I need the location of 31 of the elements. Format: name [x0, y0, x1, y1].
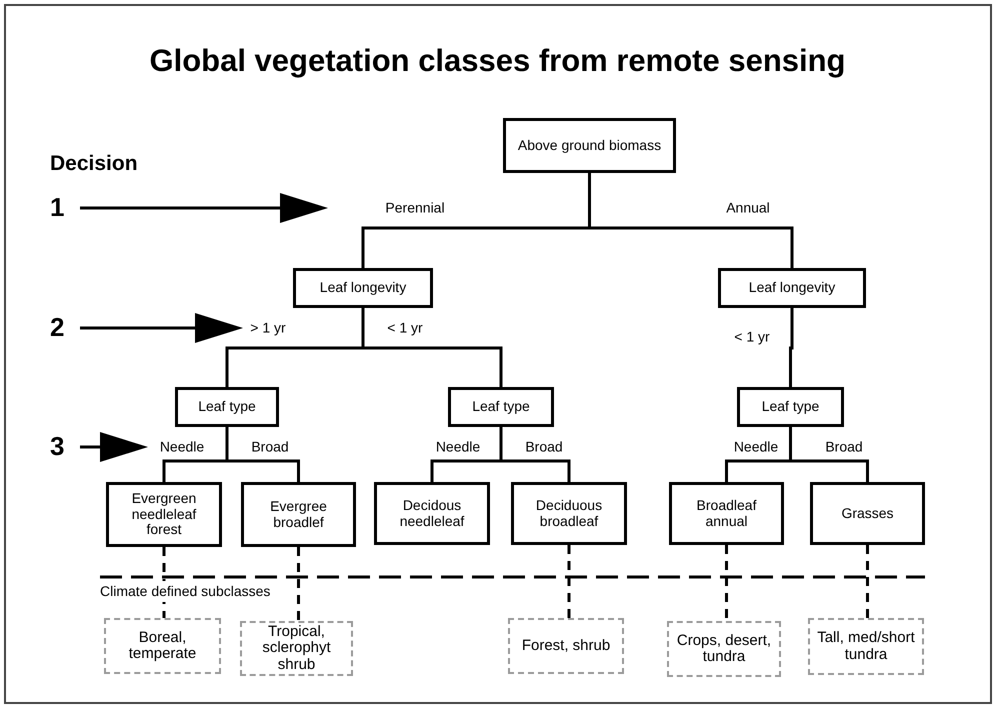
class-box: Decidous needleleaf	[374, 482, 490, 545]
decision-number: 2	[50, 314, 64, 340]
subclass-box: Tropical, sclerophyt shrub	[240, 621, 353, 676]
connector-line	[568, 545, 570, 618]
connector-line	[500, 427, 570, 482]
class-box: Leaf type	[737, 387, 844, 427]
decision-number: 3	[50, 433, 64, 459]
decision-number: 1	[50, 194, 64, 220]
subclass-box: Crops, desert, tundra	[667, 621, 781, 677]
class-box: Leaf type	[448, 387, 554, 427]
connector-line	[866, 545, 869, 618]
class-box: Evergree broadlef	[241, 482, 356, 547]
connector-line	[297, 547, 300, 621]
heading-label: Decision	[50, 151, 138, 177]
subclass-box: Forest, shrub	[508, 618, 624, 674]
class-box: Leaf longevity	[293, 268, 433, 308]
connector-line	[226, 427, 300, 482]
class-box: Deciduous broadleaf	[511, 482, 627, 545]
connector-line	[725, 545, 728, 621]
class-box: Grasses	[810, 482, 925, 545]
class-box: Broadleaf annual	[669, 482, 784, 545]
section-label: Climate defined subclasses	[100, 581, 270, 602]
class-box: Evergreen needleleaf forest	[106, 482, 222, 547]
connector-line	[789, 427, 869, 482]
subclass-box: Boreal, temperate	[104, 618, 221, 674]
class-box: Leaf longevity	[718, 268, 866, 308]
connector-line	[789, 308, 794, 387]
subclass-box: Tall, med/short tundra	[808, 618, 924, 675]
class-box: Leaf type	[175, 387, 279, 427]
title: Global vegetation classes from remote sensing	[148, 42, 846, 80]
class-box: Above ground biomass	[503, 118, 676, 173]
